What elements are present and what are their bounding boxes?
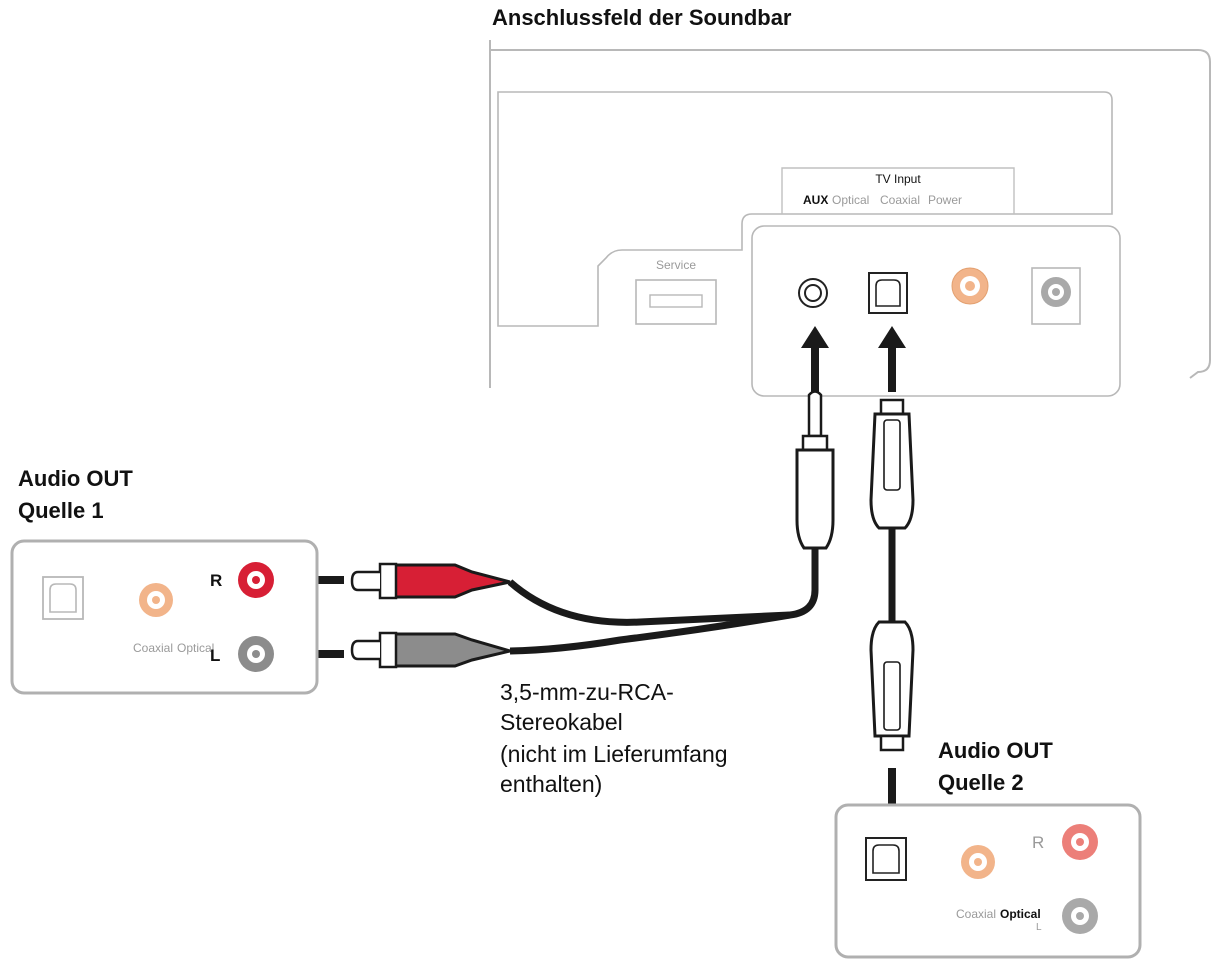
source2-optical-label: Optical bbox=[1000, 907, 1041, 921]
source2-coaxial-label: Coaxial bbox=[956, 907, 996, 921]
source1-optical-label: Optical bbox=[177, 641, 214, 655]
coaxial-port-label: Coaxial bbox=[880, 193, 920, 207]
source2-optical-port-icon bbox=[865, 837, 907, 881]
soundbar-panel bbox=[489, 40, 1211, 397]
source1-title-line1: Audio OUT bbox=[18, 466, 133, 491]
source1-label-r: R bbox=[210, 571, 222, 590]
coaxial-port-icon bbox=[951, 267, 989, 305]
cable-label-line2: Stereokabel bbox=[500, 709, 623, 735]
rca-plug-red bbox=[350, 562, 511, 600]
soundbar-title: Anschlussfeld der Soundbar bbox=[492, 5, 792, 30]
source2-rca-red-jack-icon bbox=[1062, 824, 1098, 860]
source1-optical-port-icon bbox=[42, 576, 84, 620]
aux-jack-icon bbox=[798, 278, 828, 308]
arrow-to-optical bbox=[878, 326, 906, 392]
cable-label-line3: (nicht im Lieferumfang bbox=[500, 741, 728, 767]
source2-rca-grey-jack-icon bbox=[1062, 898, 1098, 934]
aux-port-label: AUX bbox=[803, 193, 828, 207]
source1-coaxial-port-icon bbox=[139, 583, 173, 617]
tv-input-label: TV Input bbox=[875, 172, 921, 186]
usb-port-icon bbox=[635, 279, 717, 325]
rca-plug-grey bbox=[350, 631, 516, 669]
stereo-y-cable bbox=[507, 548, 819, 655]
source2-label-r: R bbox=[1032, 833, 1044, 852]
source2-title-line2: Quelle 2 bbox=[938, 770, 1024, 795]
service-port-label: Service bbox=[656, 258, 696, 272]
optical-port-icon bbox=[868, 272, 908, 314]
source1-rca-red-jack-icon bbox=[238, 562, 274, 598]
optical-cable bbox=[869, 398, 915, 752]
source2-label-l: L bbox=[1036, 922, 1042, 933]
source1-rca-grey-jack-icon bbox=[238, 636, 274, 672]
source1-title-line2: Quelle 1 bbox=[18, 498, 104, 523]
power-port-label: Power bbox=[928, 193, 962, 207]
power-port-icon bbox=[1031, 267, 1081, 325]
source1-coaxial-label: Coaxial bbox=[133, 641, 173, 655]
optical-port-label: Optical bbox=[832, 193, 869, 207]
source1-label-l: L bbox=[210, 646, 220, 665]
source2-title-line1: Audio OUT bbox=[938, 738, 1053, 763]
cable-label-line1: 3,5-mm-zu-RCA- bbox=[500, 679, 674, 705]
arrow-to-aux bbox=[801, 326, 829, 392]
source2-coaxial-port-icon bbox=[961, 845, 995, 879]
cable-label-line4: enthalten) bbox=[500, 771, 602, 797]
aux-jack-plug bbox=[795, 390, 835, 550]
